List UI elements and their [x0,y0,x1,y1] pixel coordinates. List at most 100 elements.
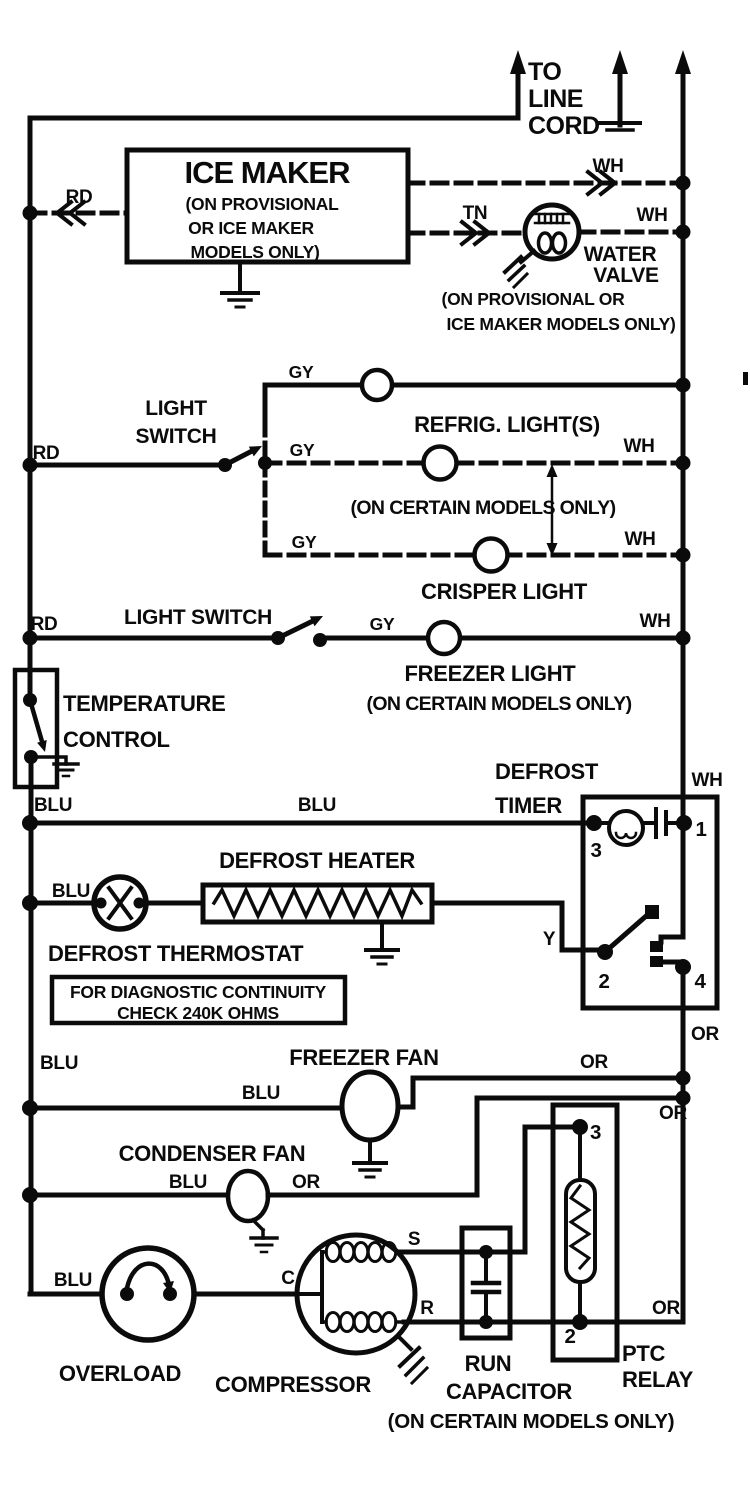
light-switch2-label: LIGHT SWITCH [124,606,272,629]
compressor-name: COMPRESSOR [215,1372,371,1397]
fan-ground-stem [250,1217,266,1240]
defrost-timer-box [580,794,720,1011]
freezer-fan-or-wire [395,1075,686,1110]
valve-coil-loop [550,231,568,255]
wire-label-or: OR [292,1172,320,1193]
light-switch2-arm [274,616,319,642]
light-switch1-label-2: SWITCH [135,425,216,448]
wire-label-or: OR [691,1024,719,1045]
wire-label-rd: RD [33,443,60,464]
start-wire-to-ptc [395,1124,575,1255]
right-bus-arrow-icon [675,50,691,74]
run-capacitor-note: (ON CERTAIN MODELS ONLY) [388,1410,675,1433]
timer-terminal-4-label: 4 [694,970,706,993]
overload-terminal-dot [163,1287,177,1301]
wire-label-rd: RD [66,187,93,208]
junction-dot [22,630,38,646]
wire-label-or: OR [659,1103,687,1124]
junction-dot [22,1187,38,1203]
timer-terminal-4-dot [675,959,691,975]
wire-label-wh: WH [623,436,654,457]
wire-label-or: OR [652,1298,680,1319]
switch-arm-arrow-icon [248,446,262,457]
water-valve: TN WH WATER VALVE (ON PROVISIONAL OR ICE… [405,202,691,334]
span-arrow-up-icon [546,464,558,477]
ground-bar-1 [397,1345,422,1369]
connector-chevron-icon [66,199,87,227]
light-switch1-label-1: LIGHT [145,397,207,420]
water-valve-name-1: WATER [584,243,657,266]
switch-arm-arrow-icon [309,616,323,627]
overload-terminal-dot [120,1287,134,1301]
connector-chevron-icon [53,199,74,227]
ground-bar-1 [502,254,524,275]
right-neutral-bus [675,50,691,1325]
connector-chevron-icon [459,219,480,247]
temperature-control-name-2: CONTROL [63,727,170,752]
ice-maker-note-2: OR ICE MAKER [188,218,314,238]
timer-terminal-3-label: 3 [590,839,601,862]
wire-label-wh: WH [691,770,722,791]
ptc-terminal-3-label: 3 [590,1121,601,1144]
thermostat-terminal-dot [133,897,145,909]
timer-terminal-1-dot [676,815,692,831]
defrost-thermostat: BLU DEFROST THERMOSTAT FOR DIAGNOSTIC CO… [22,874,348,1026]
ground-bar-3 [409,1365,430,1386]
junction-dot [675,547,691,563]
line-cord-label-1: TO [528,58,561,86]
ptc-element-zigzag [568,1183,592,1271]
water-valve-name-2: VALVE [593,264,659,287]
connector-chevron-icon [585,169,606,197]
diagnostic-note-2: CHECK 240K OHMS [117,1003,279,1023]
wire-label-y: Y [543,929,556,950]
defrost-timer-name-1: DEFROST [495,759,599,784]
wire-label-wh: WH [636,205,667,226]
junction-dot [675,175,691,191]
heater-element-zigzag [211,885,424,921]
wire-label-blu: BLU [52,881,90,902]
connector-chevron-icon [472,219,493,247]
condenser-fan-motor-symbol [225,1168,271,1224]
water-valve-note-2: ICE MAKER MODELS ONLY) [446,314,675,334]
condenser-fan-name: CONDENSER FAN [119,1141,306,1166]
temperature-control-arm [27,697,46,748]
wire-label-tn: TN [463,203,488,224]
line-cord-connection: TO LINE CORD [27,50,642,140]
ice-maker-box [124,147,411,265]
connector-chevron-icon [598,169,619,197]
valve-ground-stem [518,248,537,265]
scan-artifact [743,372,748,385]
refrig-light-bulb-symbol [359,367,395,403]
line-cord-arrow-icon [510,50,526,74]
freezer-light-bulb-symbol [425,619,463,657]
ptc-relay-name-1: PTC [622,1341,666,1366]
ground-lead-arrow-icon [612,50,628,74]
switch-arm-arrow-icon [37,740,47,752]
crisper-light-name: CRISPER LIGHT [421,579,588,604]
timer-terminal-1-label: 1 [695,818,706,841]
wire-label-blu: BLU [54,1270,92,1291]
capacitor-terminal-dot [479,1315,493,1329]
ground-bar-3 [511,271,530,290]
overload-arc-arrow-icon [163,1281,174,1293]
timer-motor-coil-glyph [614,831,638,840]
compressor-ground-stem [396,1334,414,1352]
temperature-control: TEMPERATURE CONTROL BLU [12,667,226,816]
ice-maker-note-1: (ON PROVISIONAL [185,194,339,214]
wire-label-blu: BLU [40,1053,78,1074]
wire-label-blu: BLU [242,1083,280,1104]
wire-label-rd: RD [31,614,58,635]
refrig-light-bulb-symbol [421,444,459,482]
timer-internal-jog [658,934,686,945]
ptc-relay: 3 2 OR PTC RELAY [550,1102,694,1392]
overload-name: OVERLOAD [59,1361,181,1386]
ground-bar-2 [403,1355,426,1378]
defrost-timer: DEFROST TIMER WH 3 1 4 2 OR [495,759,723,1045]
run-capacitor: RUN CAPACITOR (ON CERTAIN MODELS ONLY) [388,1225,675,1433]
wire-label-blu: BLU [298,795,336,816]
wire-label-gy: GY [289,362,314,382]
timer-terminal-2-label: 2 [598,970,609,993]
overload-bimetal-arc [124,1261,172,1291]
junction-dot [675,1090,691,1106]
